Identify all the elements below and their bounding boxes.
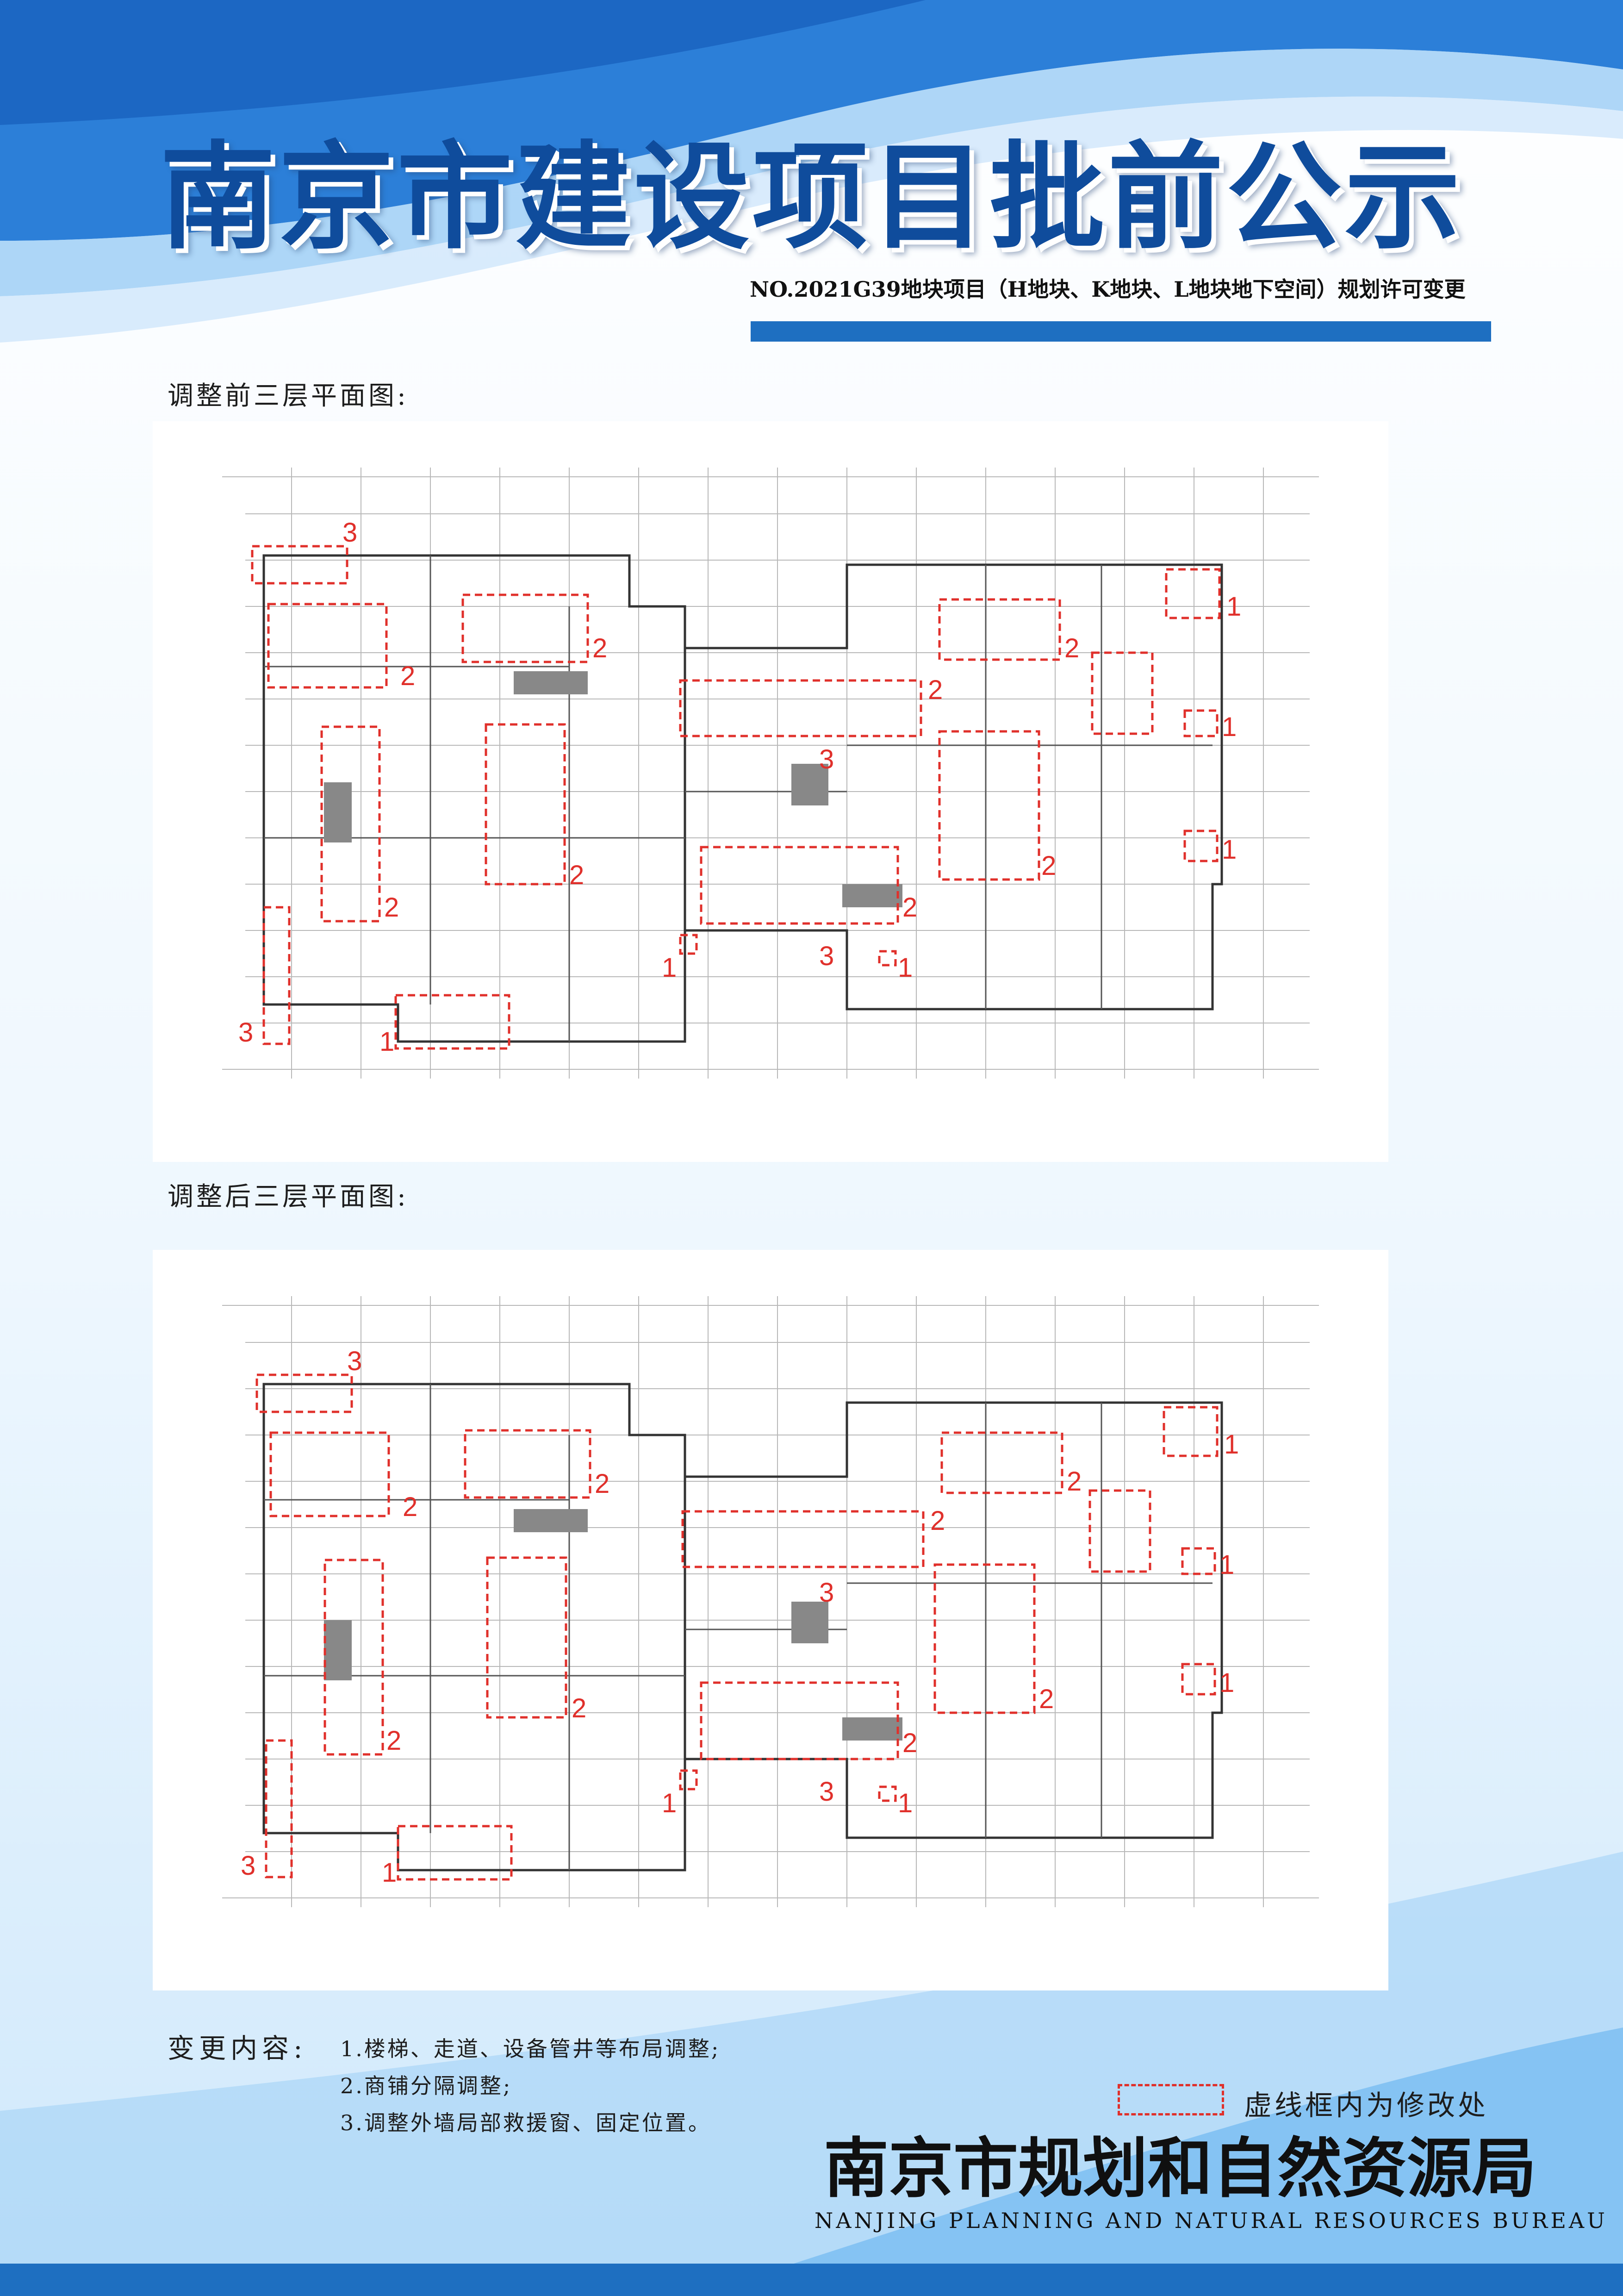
marker-number: 2 [384,892,399,923]
marker-number: 1 [379,1027,394,1057]
marker-labels: 3 2 2 2 2 2 2 2 2 3 3 3 1 1 1 1 1 1 [241,1346,1239,1888]
marker-number: 3 [819,1777,834,1807]
change-item: 2.商铺分隔调整; [340,2073,512,2098]
bureau-english-name: NANJING PLANNING AND NATURAL RESOURCES B… [815,2208,1608,2233]
plan-grid [222,1296,1319,1907]
interior-walls [264,555,1213,1042]
marker-number: 2 [386,1726,401,1756]
footer-band [0,2264,1623,2296]
marker-number: 2 [569,860,584,890]
marker-number: 2 [902,892,917,923]
marker-number: 1 [898,953,913,983]
project-subtitle: NO.2021G39地块项目（H地块、K地块、L地块地下空间）规划许可变更 [750,277,1466,302]
marker-number: 3 [819,744,834,774]
change-item: 3.调整外墙局部救援窗、固定位置。 [340,2110,711,2135]
marker-number: 2 [1041,851,1056,881]
marker-number: 2 [572,1693,586,1723]
marker-number: 1 [898,1788,913,1818]
marker-number: 2 [595,1469,609,1499]
marker-number: 3 [347,1346,362,1376]
before-floor-plan: 3 2 2 2 2 2 2 2 2 3 3 3 1 1 1 1 1 1 [153,421,1388,1162]
marker-number: 2 [1039,1684,1054,1714]
marker-number: 1 [1222,712,1237,742]
marker-number: 3 [819,941,834,971]
before-plan-label: 调整前三层平面图: [168,381,409,411]
marker-number: 2 [1067,1466,1082,1497]
marker-number: 1 [1224,1429,1239,1460]
header-wave-decoration [0,0,1623,343]
building-outline [262,1383,1223,1872]
before-floor-plan-drawing: 3 2 2 2 2 2 2 2 2 3 3 3 1 1 1 1 1 1 [222,468,1319,1079]
marker-number: 1 [1222,835,1237,865]
marker-number: 3 [241,1851,255,1881]
marker-number: 2 [1064,633,1079,663]
building-outline [262,554,1223,1043]
marker-number: 1 [662,1788,677,1818]
after-floor-plan-drawing: 3 2 2 2 2 2 2 2 2 3 3 3 1 1 1 1 1 1 [222,1296,1319,1907]
bureau-name: 南京市规划和自然资源局 [823,2131,1536,2207]
change-markers [255,1373,1219,1881]
legend-text: 虚线框内为修改处 [1244,2090,1488,2122]
plan-grid [222,468,1319,1079]
marker-number: 2 [400,661,415,691]
marker-number: 1 [1219,1668,1234,1698]
marker-number: 1 [1226,592,1241,622]
page-title: 南京市建设项目批前公示 [160,129,1463,265]
change-item: 1.楼梯、走道、设备管井等布局调整; [340,2036,721,2061]
marker-labels: 3 2 2 2 2 2 2 2 2 3 3 3 1 1 1 1 1 1 [238,518,1241,1057]
marker-number: 1 [382,1858,397,1888]
stair-blocks [324,671,902,907]
marker-number: 3 [342,518,357,548]
after-plan-label: 调整后三层平面图: [168,1182,409,1212]
marker-number: 1 [1219,1550,1234,1580]
marker-number: 2 [592,633,607,663]
change-markers [251,545,1221,1050]
changes-label: 变更内容: [168,2033,307,2064]
marker-number: 2 [403,1492,417,1522]
marker-number: 2 [902,1728,917,1758]
marker-number: 3 [819,1578,834,1608]
marker-number: 2 [928,675,943,705]
marker-number: 3 [238,1017,253,1048]
legend-dashed-box [1118,2084,1224,2115]
marker-number: 1 [662,953,677,983]
stair-blocks [324,1509,902,1741]
interior-walls [264,1384,1213,1870]
after-floor-plan: 3 2 2 2 2 2 2 2 2 3 3 3 1 1 1 1 1 1 [153,1250,1388,1990]
marker-number: 2 [930,1506,945,1536]
subtitle-underline-bar [751,321,1491,342]
